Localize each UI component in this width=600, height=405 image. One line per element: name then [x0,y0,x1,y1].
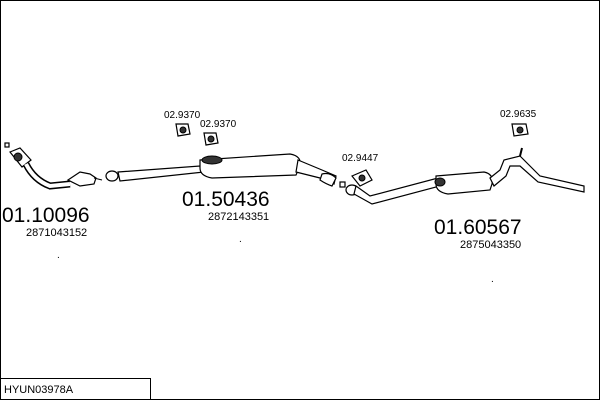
hanger-2[interactable] [203,132,219,146]
svg-text:.: . [239,234,242,245]
hanger-1[interactable] [175,123,191,137]
hanger-label-4: 02.9635 [500,109,537,120]
rear-silencer[interactable] [339,147,585,205]
diagram-code: HYUN03978A [4,384,74,396]
hanger-label-3: 02.9447 [342,153,379,164]
part-ref-2: 2872143351 [208,211,269,223]
part-number-1: 01.10096 [2,204,90,227]
centre-silencer[interactable] [105,153,337,187]
hanger-label-1: 02.9370 [164,110,201,121]
catalyst-icon [66,171,97,187]
part-number-2: 01.50436 [182,188,270,211]
hanger-label-2: 02.9370 [200,119,237,130]
clamp-icon [105,170,119,182]
hanger-3[interactable] [351,169,373,187]
part-ref-1: 2871043152 [26,227,87,239]
silencer-inlet-icon [201,155,223,165]
svg-text:.: . [491,274,494,285]
silencer-body-icon [435,171,493,195]
hanger-4[interactable] [511,123,529,137]
gasket-icon [339,181,346,188]
front-pipe[interactable] [4,142,103,190]
flange-hole-icon [13,152,23,162]
silencer-body-icon [199,153,301,179]
gasket-icon [4,142,10,148]
svg-text:.: . [57,250,60,261]
part-ref-3: 2875043350 [460,239,521,251]
part-number-3: 01.60567 [434,216,522,239]
